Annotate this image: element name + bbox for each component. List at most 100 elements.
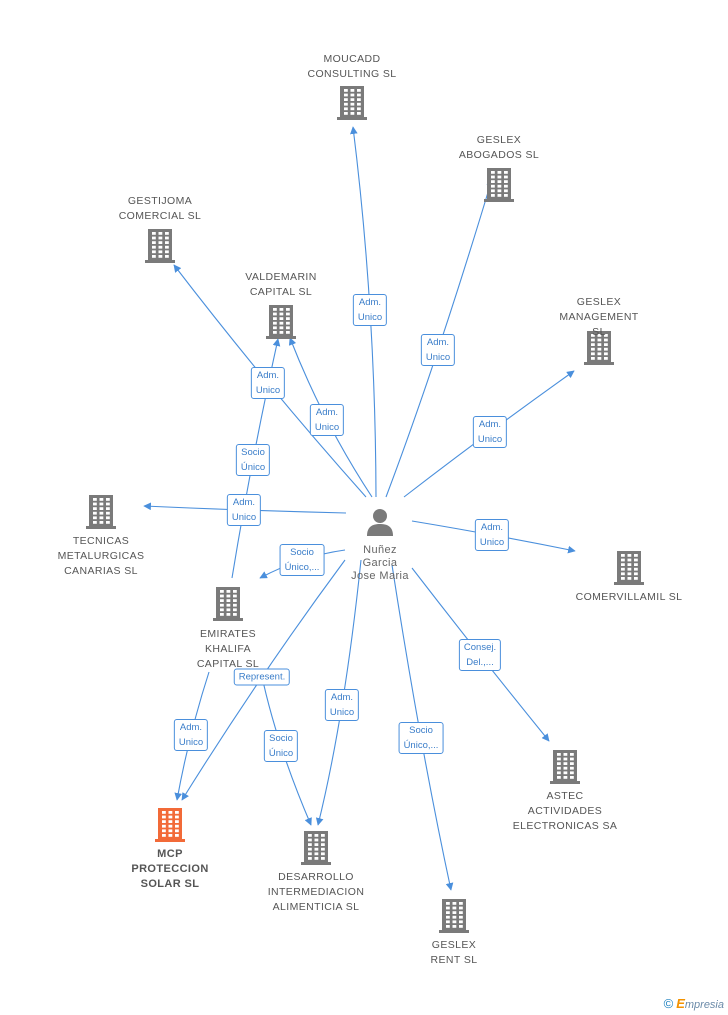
edge-label-e5[interactable]: Adm. Unico: [472, 416, 508, 448]
building-icon: [550, 750, 580, 784]
company-label-line: RENT SL: [430, 954, 478, 966]
building-icon: [439, 899, 469, 933]
edge-label-e14[interactable]: Adm.Unico: [324, 689, 360, 721]
company-node-comervillamil[interactable]: [614, 551, 644, 585]
company-label-line: SL: [592, 326, 606, 338]
building-icon: [484, 168, 514, 202]
company-label-line: GESLEX: [576, 296, 622, 308]
edge-label-line: Socio: [241, 447, 265, 458]
company-label-geslex_abogados[interactable]: GESLEX ABOGADOS SL: [459, 133, 539, 163]
company-node-desarrollo[interactable]: [301, 831, 331, 865]
edge-label-line: Adm.: [315, 407, 339, 418]
edge-label-e7[interactable]: Adm.Unico: [474, 519, 510, 551]
company-label-line: METALURGICAS: [57, 550, 145, 562]
edge-label-e10[interactable]: Consej. Del.,...: [458, 639, 502, 671]
company-label-line: EMIRATES: [199, 628, 257, 640]
edge-label-line: Socio: [409, 725, 433, 736]
company-label-gestijoma[interactable]: GESTIJOMA COMERCIAL SL: [119, 194, 202, 224]
edge-label-e2[interactable]: Adm.Unico: [420, 334, 456, 366]
company-label-line: COMERCIAL SL: [118, 210, 202, 222]
edge-label-line: Adm.: [179, 722, 203, 733]
person-label-line: Nuñez: [363, 544, 397, 556]
company-label-line: PROTECCION: [131, 863, 209, 875]
company-label-line: KHALIFA: [205, 643, 251, 655]
building-icon: [155, 808, 185, 842]
company-node-valdemarin[interactable]: [266, 305, 296, 339]
edge-label-e6[interactable]: Adm. Unico: [226, 494, 262, 526]
edge-label-e3[interactable]: Adm.Unico: [250, 367, 286, 399]
edge-label-e4[interactable]: Adm. Unico: [309, 404, 345, 436]
building-icon: [301, 831, 331, 865]
empresia-watermark: ©Empresia: [664, 996, 724, 1011]
edge-label-line: Unico: [329, 707, 355, 718]
building-icon: [337, 86, 367, 120]
company-label-line: ELECTRONICAS SA: [512, 820, 618, 832]
edge-label-line: Adm.: [478, 419, 502, 430]
edge-label-line: Consej.: [463, 642, 497, 653]
company-label-line: DESARROLLO: [278, 871, 354, 883]
edge-label-line: Adm.: [232, 497, 256, 508]
edge-label-line: Unico: [357, 312, 383, 323]
edge-label-line: Unico: [314, 422, 340, 433]
company-node-emirates[interactable]: [213, 587, 243, 621]
company-node-geslex_management[interactable]: [584, 331, 614, 365]
edge-label-line: Socio: [290, 547, 314, 558]
edge-label-e12[interactable]: Adm.Unico: [173, 719, 209, 751]
company-label-line: ASTEC: [546, 790, 584, 802]
company-label-astec[interactable]: ASTEC ACTIVIDADES ELECTRONICAS SA: [513, 789, 618, 834]
company-label-line: MANAGEMENT: [559, 311, 639, 323]
edge-label-e11[interactable]: Represent.: [233, 668, 291, 686]
edge-label-line: Unico: [231, 512, 257, 523]
person-icon: [367, 509, 393, 536]
building-icon: [584, 331, 614, 365]
building-icon: [213, 587, 243, 621]
company-label-line: COMERVILLAMIL SL: [575, 591, 683, 603]
building-icon: [86, 495, 116, 529]
company-label-line: MCP: [157, 848, 183, 860]
building-icon: [145, 229, 175, 263]
edge-label-e1[interactable]: Adm.Unico: [352, 294, 388, 326]
company-label-valdemarin[interactable]: VALDEMARIN CAPITAL SL: [245, 270, 317, 300]
edge-label-line: Represent.: [238, 671, 286, 683]
brand-name: mpresia: [684, 999, 724, 1011]
building-icon: [614, 551, 644, 585]
person-label-line: Jose Maria: [351, 570, 409, 582]
edge-label-line: Unico: [477, 434, 503, 445]
company-node-astec[interactable]: [550, 750, 580, 784]
person-label-line: Garcia: [362, 557, 398, 569]
edge-label-line: Unico: [479, 537, 505, 548]
brand-initial: E: [676, 996, 685, 1011]
building-icon: [266, 305, 296, 339]
edge-label-line: Del.,...: [466, 657, 494, 668]
edge-label-line: Único,...: [403, 740, 439, 751]
company-label-geslex_management[interactable]: GESLEX MANAGEMENT SL: [559, 295, 638, 340]
person-node-nunez[interactable]: [367, 509, 393, 536]
company-label-line: CAPITAL SL: [249, 286, 313, 298]
company-node-geslex_abogados[interactable]: [484, 168, 514, 202]
copyright-symbol: ©: [663, 996, 674, 1011]
company-label-line: ACTIVIDADES: [527, 805, 603, 817]
company-label-line: GESTIJOMA: [127, 195, 193, 207]
company-label-line: ABOGADOS SL: [458, 149, 540, 161]
company-label-comervillamil[interactable]: COMERVILLAMIL SL: [576, 590, 683, 605]
company-node-geslex_rent[interactable]: [439, 899, 469, 933]
company-label-line: VALDEMARIN: [245, 271, 317, 283]
company-node-tecnicas[interactable]: [86, 495, 116, 529]
company-node-gestijoma[interactable]: [145, 229, 175, 263]
company-node-moucadd[interactable]: [337, 86, 367, 120]
company-node-mcp[interactable]: [155, 808, 185, 842]
company-label-line: GESLEX: [476, 134, 522, 146]
edge-label-line: Unico: [425, 352, 451, 363]
